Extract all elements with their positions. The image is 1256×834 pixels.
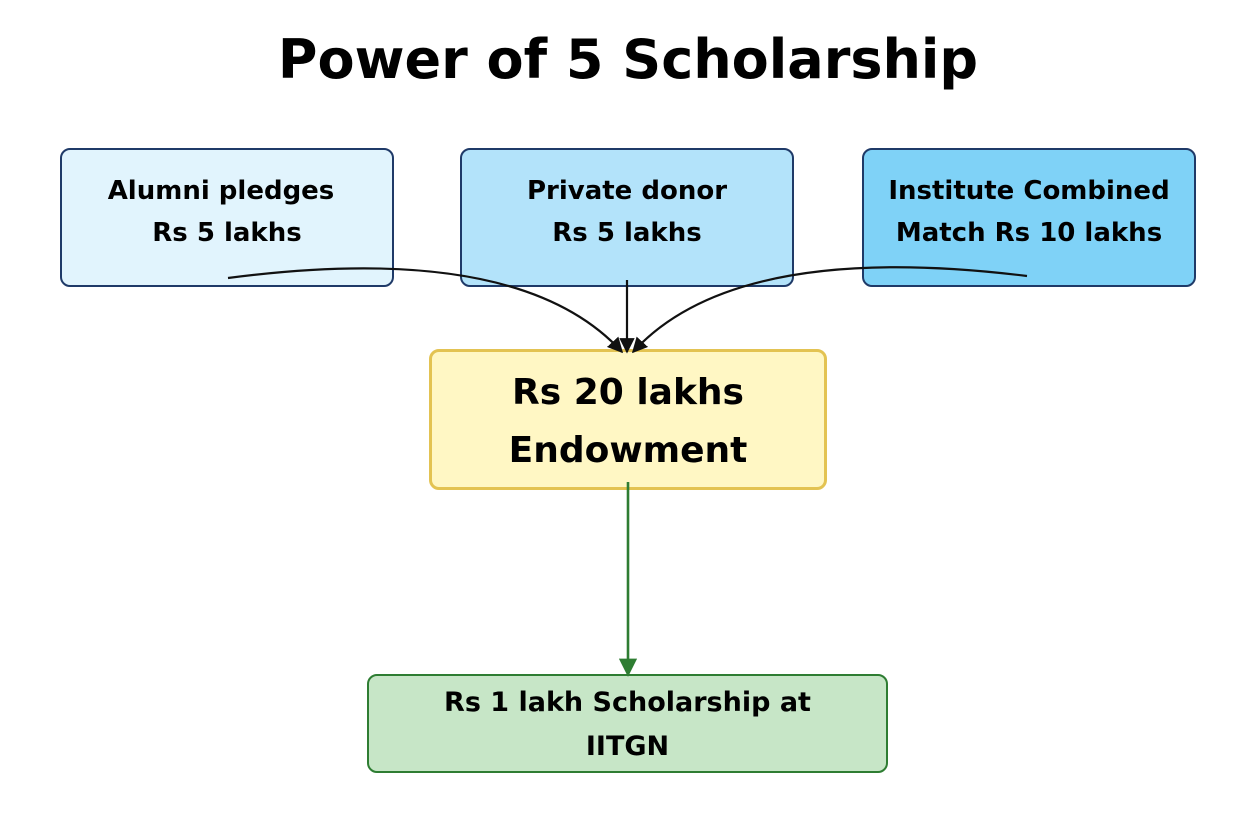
institute-match-label: Institute Combined [888,176,1170,206]
private-donor-label: Private donor [526,176,728,206]
endowment-label: Endowment [508,430,748,471]
scholarship-box: Rs 1 lakh Scholarship at IITGN [367,674,888,773]
institute-match-amount: Match Rs 10 lakhs [895,218,1163,248]
private-donor-box: Private donor Rs 5 lakhs [460,148,794,287]
alumni-pledges-box: Alumni pledges Rs 5 lakhs [60,148,394,287]
alumni-pledges-label: Alumni pledges [107,176,335,206]
page-title: Power of 5 Scholarship [277,28,979,91]
institute-match-box: Institute Combined Match Rs 10 lakhs [862,148,1196,287]
scholarship-label: Rs 1 lakh Scholarship at [444,687,811,718]
endowment-box: Rs 20 lakhs Endowment [429,349,827,490]
scholarship-institute: IITGN [585,731,670,762]
private-donor-amount: Rs 5 lakhs [552,218,702,248]
alumni-pledges-amount: Rs 5 lakhs [152,218,302,248]
endowment-amount: Rs 20 lakhs [512,372,744,413]
